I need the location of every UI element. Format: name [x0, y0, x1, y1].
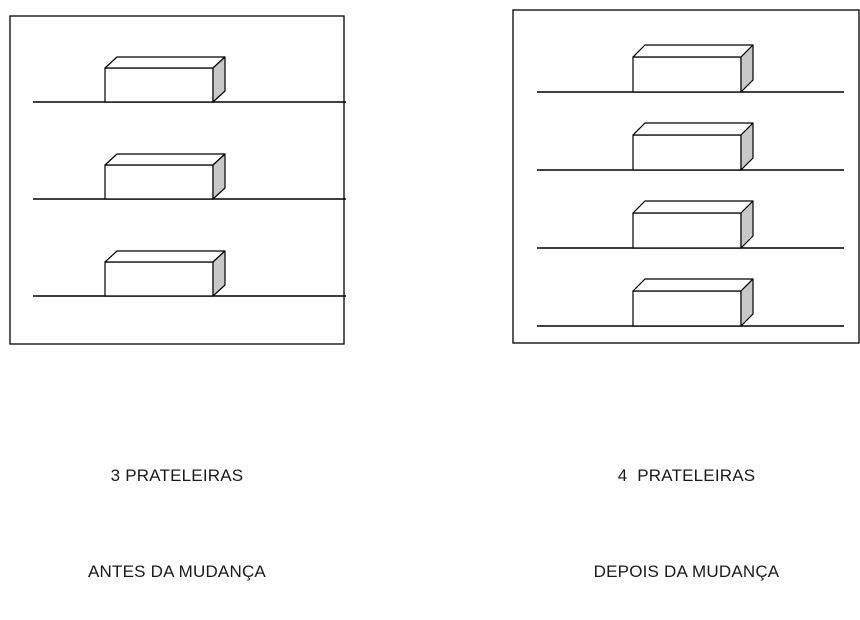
box-side — [740, 44, 754, 93]
box-front — [632, 290, 742, 327]
panel-before-frame — [9, 15, 345, 345]
shelf-before-3 — [33, 250, 346, 297]
shelf-after-3 — [537, 200, 844, 249]
caption-after-line2: DEPOIS DA MUDANÇA — [593, 562, 780, 581]
box-front — [632, 56, 742, 93]
box-side — [212, 153, 226, 200]
shelf-after-4 — [537, 278, 844, 327]
box-side — [212, 250, 226, 297]
box-side — [740, 278, 754, 327]
box-front — [104, 67, 214, 103]
caption-before-line1: 3 PRATELEIRAS — [110, 466, 244, 485]
caption-before-line2: ANTES DA MUDANÇA — [88, 562, 266, 581]
box-front — [104, 164, 214, 200]
box-front — [632, 134, 742, 171]
box-top — [104, 56, 226, 69]
box-top — [104, 153, 226, 166]
box-top — [632, 122, 754, 136]
panel-after — [512, 9, 860, 344]
box-top — [104, 250, 226, 263]
shelf-after-1 — [537, 44, 844, 93]
shelves-before — [33, 56, 346, 297]
panel-after-frame — [512, 9, 860, 344]
shelves-figure — [9, 9, 860, 345]
box-top — [632, 44, 754, 58]
box-side — [740, 122, 754, 171]
caption-after: 4 PRATELEIRAS DEPOIS DA MUDANÇA — [513, 396, 860, 620]
box-side — [212, 56, 226, 103]
box-side — [740, 200, 754, 249]
panel-before — [9, 15, 346, 345]
shelves-after — [537, 44, 844, 327]
box-top — [632, 200, 754, 214]
box-top — [632, 278, 754, 292]
shelf-before-1 — [33, 56, 346, 103]
shelf-after-2 — [537, 122, 844, 171]
caption-after-line1: 4 PRATELEIRAS — [617, 466, 756, 485]
caption-before: 3 PRATELEIRAS ANTES DA MUDANÇA — [10, 396, 344, 620]
box-front — [104, 261, 214, 297]
shelf-before-2 — [33, 153, 346, 200]
box-front — [632, 212, 742, 249]
